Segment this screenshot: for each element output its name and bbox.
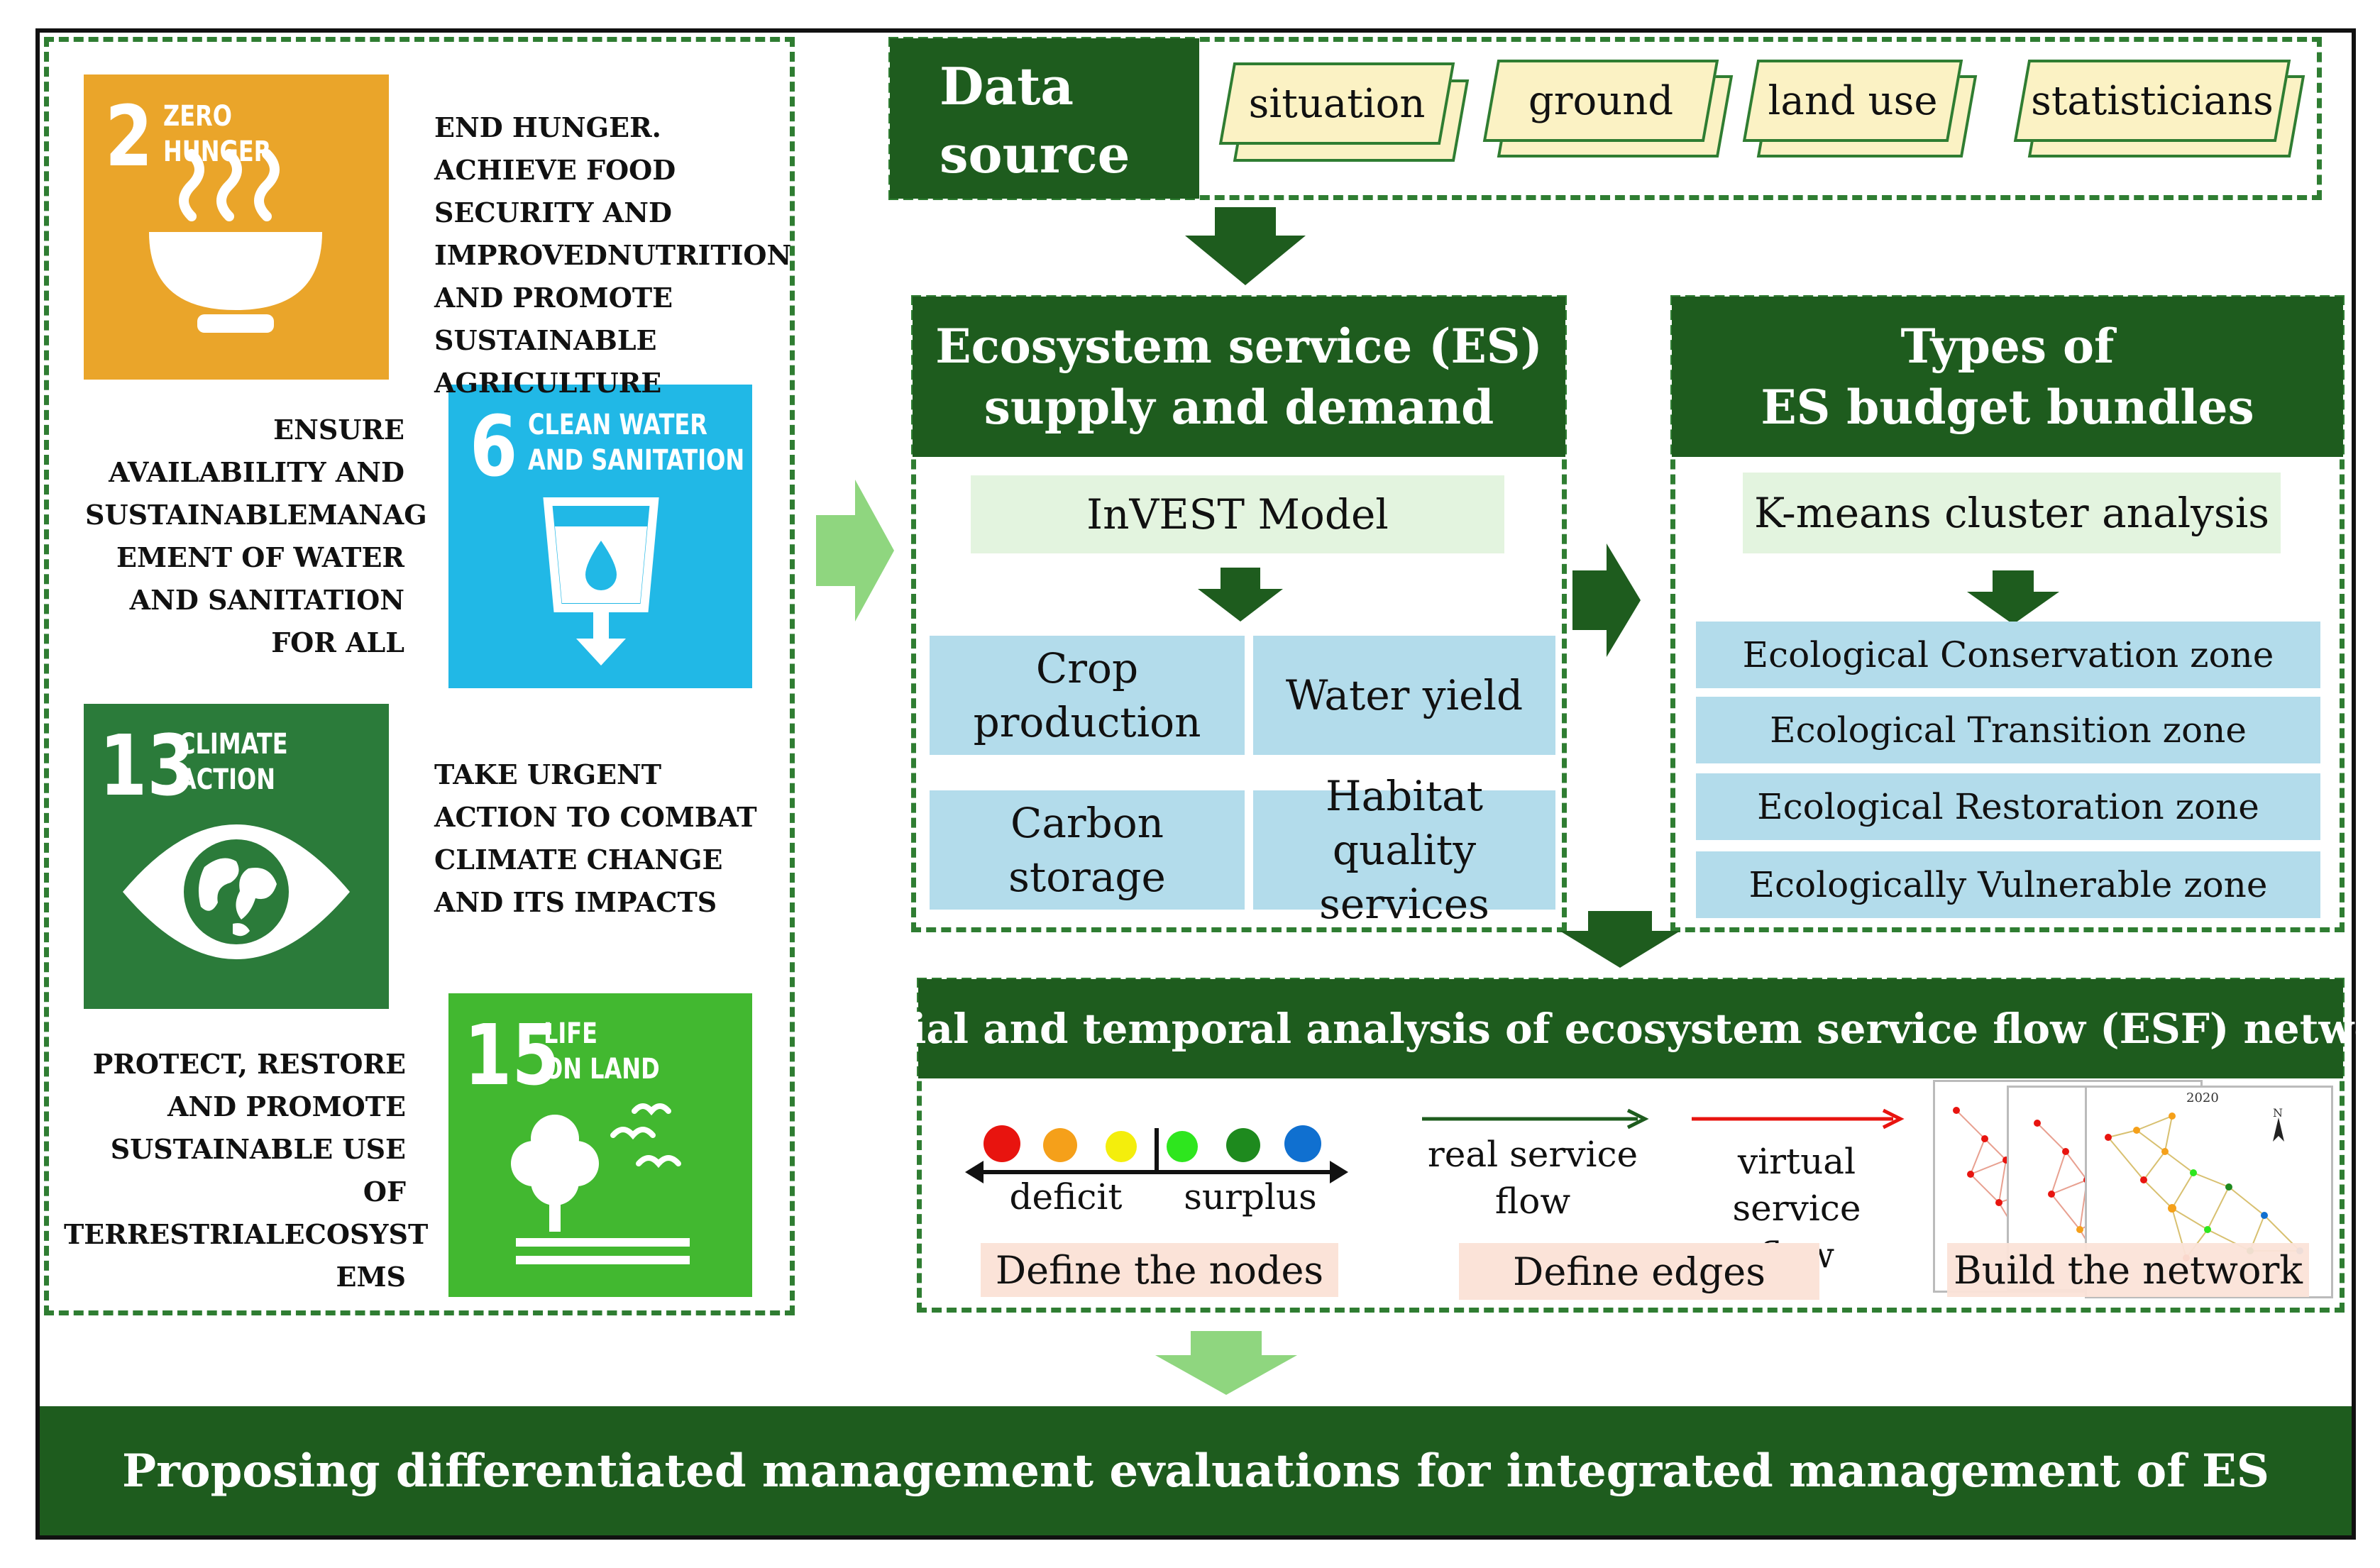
kmeans-box: K-means cluster analysis	[1743, 473, 2281, 553]
sdg2-description: END HUNGER. ACHIEVE FOOD SECURITY AND IM…	[434, 111, 792, 399]
node-red-icon	[984, 1125, 1020, 1162]
real-flow-line1: real service	[1427, 1134, 1638, 1175]
data-card-statisticians-label: statisticians	[2031, 77, 2274, 124]
bundle-panel-title-line1: Types of	[1900, 319, 2115, 374]
deficit-label: deficit	[1009, 1176, 1123, 1218]
node-lime-icon	[1167, 1131, 1198, 1162]
sdg13-tile: 13 CLIMATE ACTION	[84, 704, 389, 1009]
data-source-title-line2: source	[940, 124, 1130, 184]
es-panel-title-line2: supply and demand	[984, 380, 1494, 435]
sdg6-title: CLEAN WATER AND SANITATION	[528, 409, 745, 477]
arrow-down-icon	[1560, 911, 1680, 968]
network-map-year: 2020	[2186, 1091, 2219, 1105]
zone-vulnerable: Ecologically Vulnerable zone	[1696, 851, 2320, 918]
sdg15-title: LIFE ON LAND	[544, 1017, 660, 1086]
sdg-panel	[44, 37, 795, 1315]
sdg15-tile: 15 LIFE ON LAND	[448, 993, 752, 1297]
light-arrow-right-icon	[816, 480, 894, 622]
sdg15-description: PROTECT, RESTORE AND PROMOTE SUSTAINABLE…	[64, 1048, 429, 1293]
surplus-label: surplus	[1184, 1176, 1317, 1218]
water-glass-icon	[543, 497, 659, 666]
real-flow-label: real service flow	[1405, 1131, 1660, 1225]
crop-production-box: Crop production	[930, 636, 1245, 755]
sdg6-tile: 6 CLEAN WATER AND SANITATION	[448, 385, 752, 688]
node-yellow-icon	[1106, 1131, 1137, 1162]
footer-banner: Proposing differentiated management eval…	[40, 1406, 2352, 1535]
carbon-storage-box: Carbon storage	[930, 790, 1245, 910]
sdg13-description: TAKE URGENT ACTION TO COMBAT CLIMATE CHA…	[434, 758, 757, 918]
zone-transition: Ecological Transition zone	[1696, 697, 2320, 763]
real-flow-arrow-icon	[1422, 1108, 1649, 1130]
light-arrow-down-icon	[1155, 1331, 1297, 1395]
arrow-right-icon	[1572, 543, 1641, 657]
node-blue-icon	[1284, 1125, 1321, 1162]
sdg13-number: 13	[99, 717, 195, 815]
virtual-flow-line1: virtual service	[1732, 1141, 1861, 1229]
sdg6-description: ENSURE AVAILABILITY AND SUSTAINABLEMANAG…	[85, 414, 427, 658]
bundle-panel-header: Types of ES budget bundles	[1672, 297, 2343, 457]
north-label: N	[2273, 1106, 2283, 1120]
data-card-situation-label: situation	[1248, 80, 1426, 127]
eye-globe-icon	[123, 824, 350, 959]
sdg2-number: 2	[105, 87, 153, 185]
define-edges-box: Define edges	[1459, 1243, 1819, 1300]
habitat-quality-box: Habitat quality services	[1253, 772, 1555, 928]
water-yield-box: Water yield	[1253, 636, 1555, 755]
define-nodes-box: Define the nodes	[981, 1243, 1338, 1297]
sdg6-number: 6	[470, 397, 518, 495]
data-source-title-line1: Data	[940, 56, 1074, 116]
zone-restoration: Ecological Restoration zone	[1696, 773, 2320, 840]
node-orange-icon	[1043, 1128, 1077, 1162]
data-card-land-use-label: land use	[1768, 77, 1938, 124]
sdg2-title: ZERO HUNGER	[163, 100, 272, 168]
sdg2-tile: 2 ZERO HUNGER	[84, 74, 389, 380]
es-panel-title-line1: Ecosystem service (ES)	[935, 319, 1543, 374]
sdg15-number: 15	[464, 1006, 560, 1104]
real-flow-line2: flow	[1494, 1181, 1571, 1222]
sdg13-title: CLIMATE ACTION	[179, 728, 288, 796]
north-arrow-icon	[2273, 1117, 2284, 1142]
node-scale	[965, 1125, 1348, 1183]
arrow-down-small-icon	[1967, 570, 2059, 624]
build-network-box: Build the network	[1947, 1243, 2309, 1297]
arrow-down-icon	[1185, 207, 1306, 285]
bundle-panel-title-line2: ES budget bundles	[1761, 380, 2254, 435]
es-panel-header: Ecosystem service (ES) supply and demand	[913, 297, 1565, 457]
node-green-icon	[1226, 1128, 1260, 1162]
tree-birds-icon	[511, 1103, 690, 1264]
invest-model-box: InVEST Model	[971, 475, 1504, 553]
zone-conservation: Ecological Conservation zone	[1696, 622, 2320, 688]
data-card-ground-label: ground	[1528, 77, 1674, 124]
data-source-header: Data source	[890, 38, 1199, 199]
bowl-icon	[149, 149, 322, 333]
virtual-flow-arrow-icon	[1692, 1108, 1905, 1130]
esf-panel-header: Spatial and temporal analysis of ecosyst…	[807, 979, 2380, 1078]
arrow-down-small-icon	[1198, 568, 1283, 622]
